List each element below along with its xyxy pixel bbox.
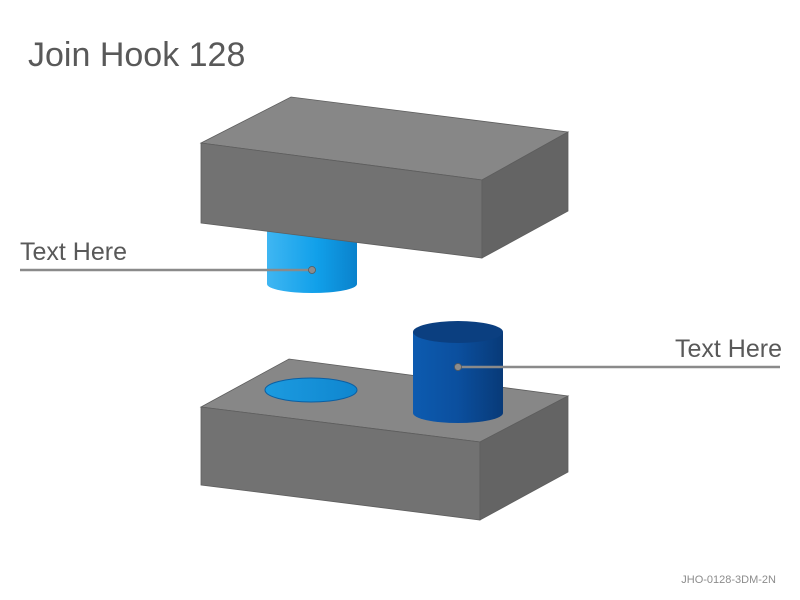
callout-label-left: Text Here (20, 238, 127, 266)
dark-blue-peg (413, 321, 503, 423)
callout-label-right: Text Here (675, 335, 782, 363)
leader-line-left (20, 266, 316, 274)
top-block (199, 96, 570, 259)
top-block-side-face (481, 131, 569, 259)
light-blue-peg (267, 228, 357, 293)
footer-code: JHO-0128-3DM-2N (681, 574, 776, 586)
bottom-block-side-face (479, 395, 569, 521)
page-title: Join Hook 128 (28, 36, 246, 74)
bottom-block (199, 358, 570, 521)
peg-hole (264, 377, 358, 403)
leader-line-right (454, 363, 780, 371)
